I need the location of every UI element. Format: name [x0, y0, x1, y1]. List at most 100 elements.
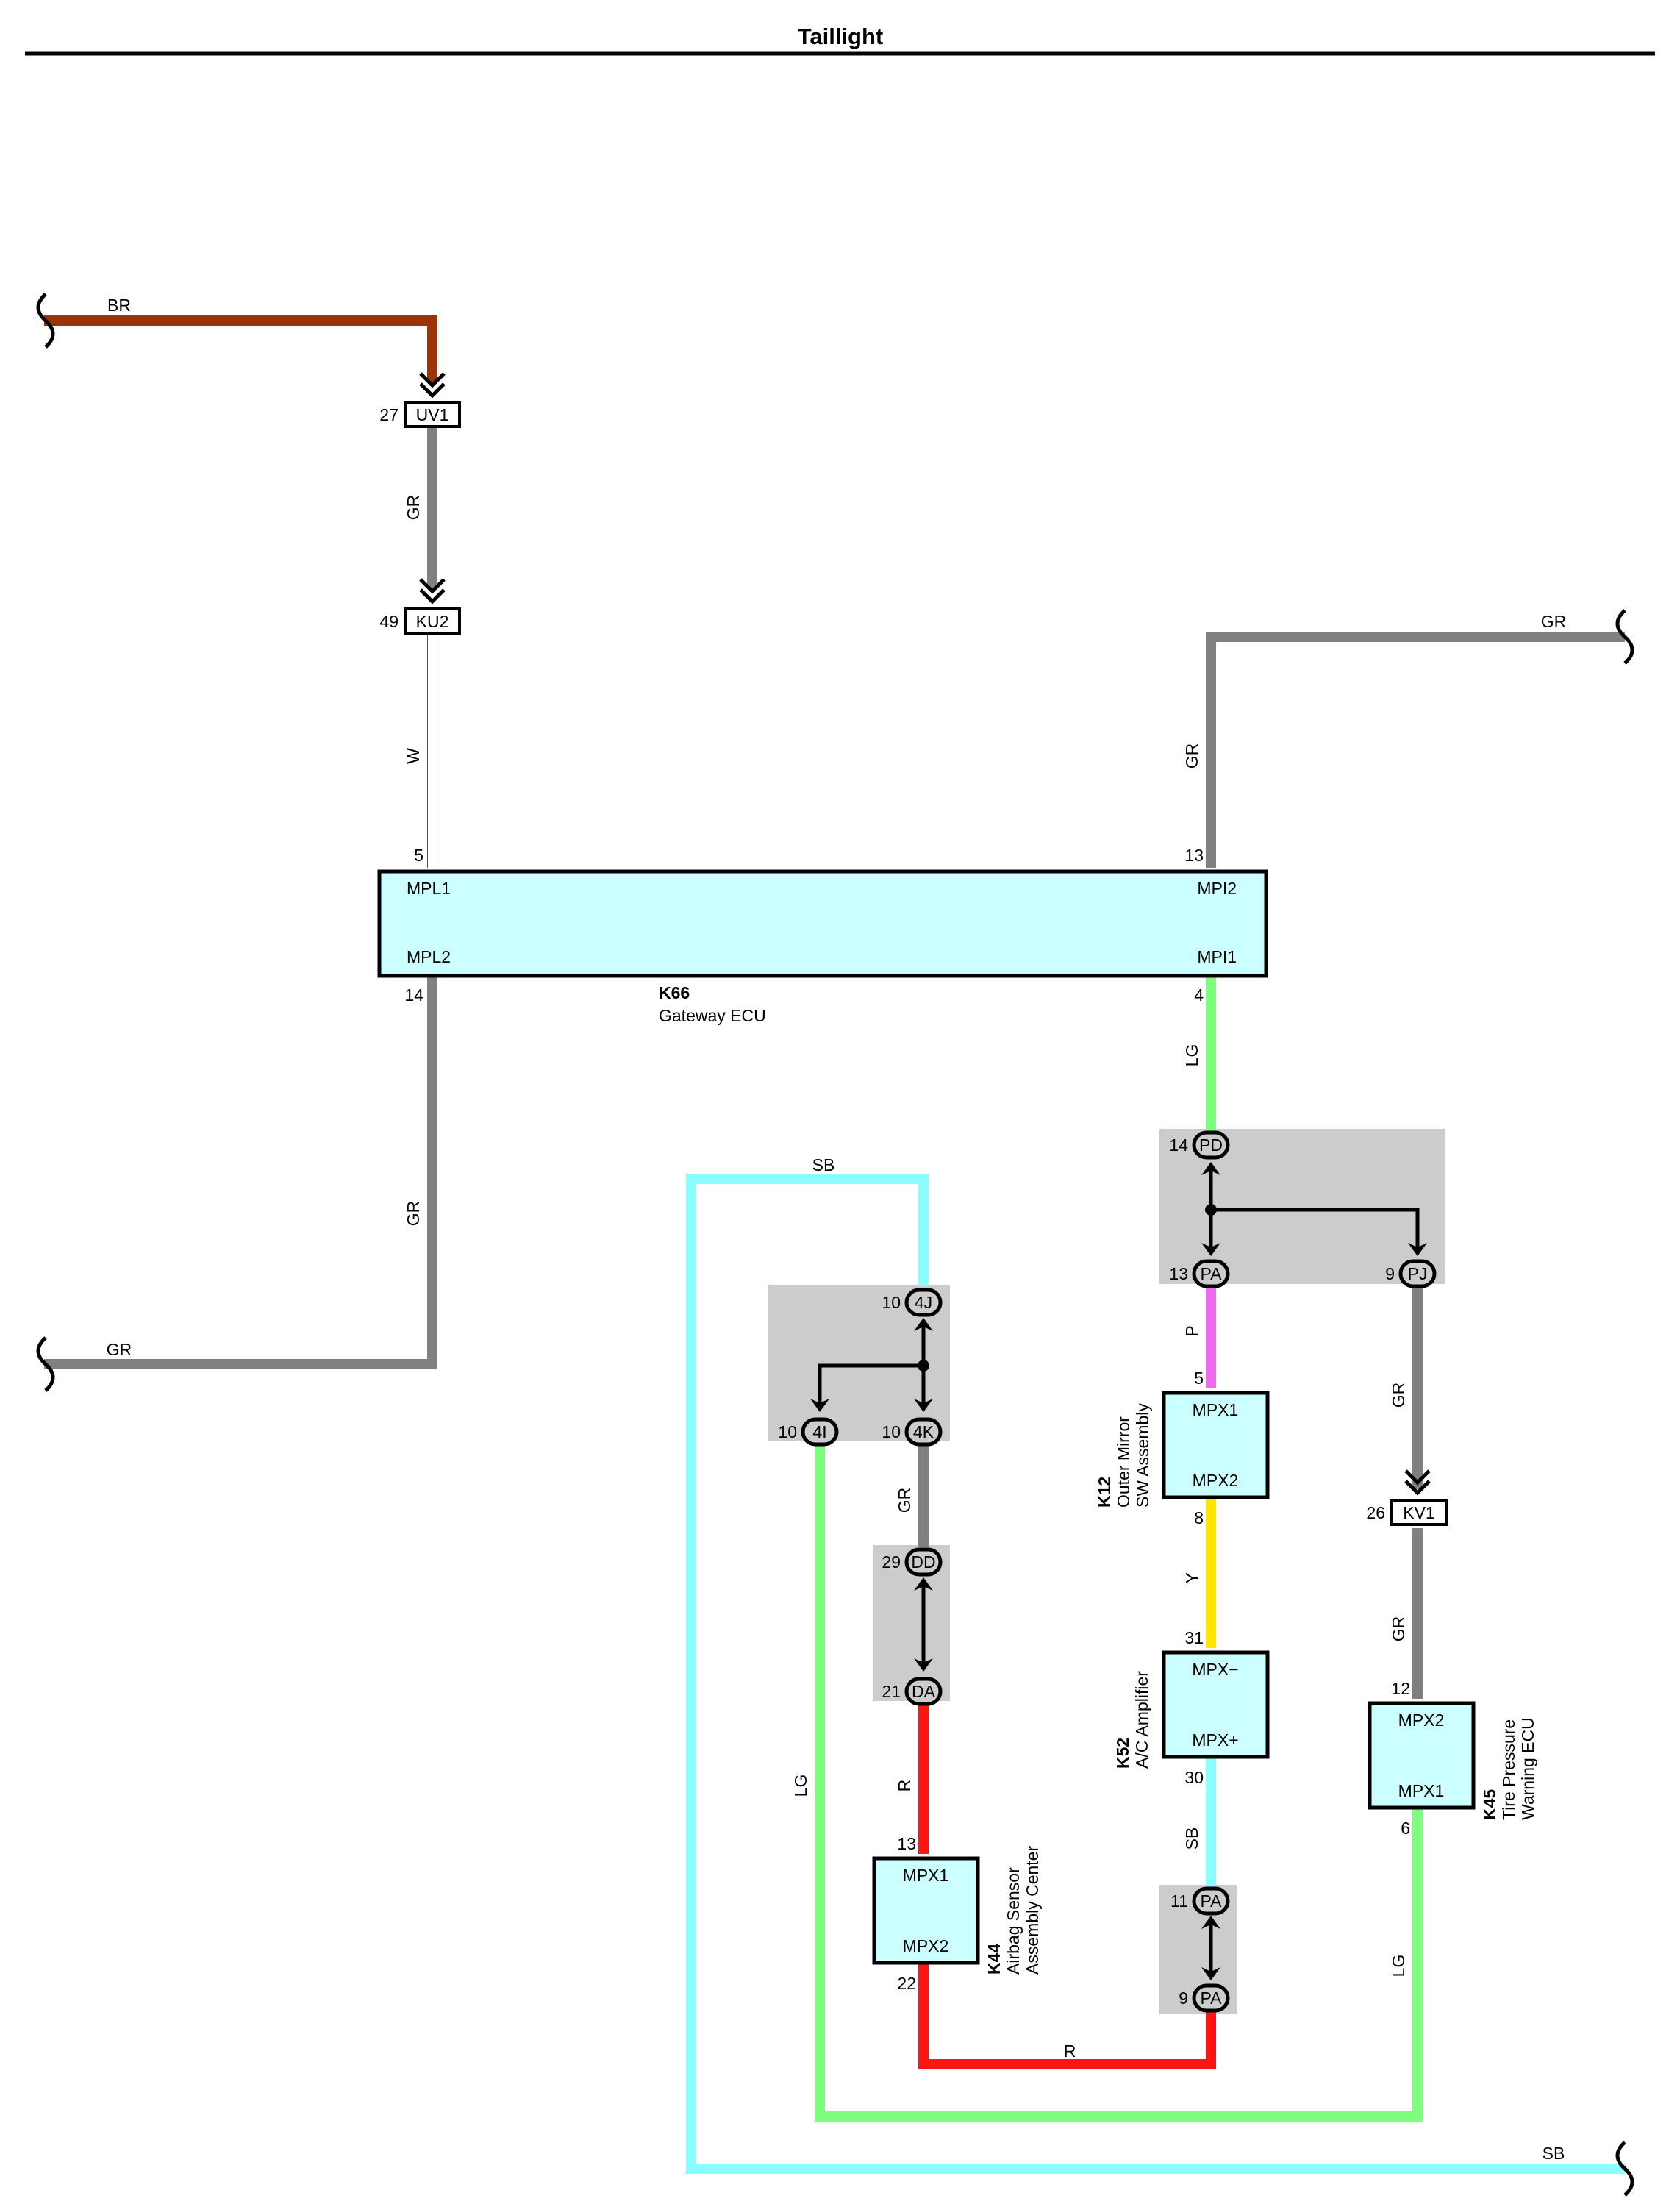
svg-text:30: 30: [1184, 1768, 1204, 1787]
junction-4k: 4K 10: [882, 1417, 943, 1447]
component-name-2: Warning ECU: [1518, 1717, 1537, 1820]
svg-text:MPX2: MPX2: [903, 1936, 949, 1955]
svg-text:MPX1: MPX1: [903, 1866, 949, 1885]
junction-pa-bot: PA 9: [1179, 1983, 1230, 2013]
svg-text:14: 14: [404, 985, 423, 1005]
component-name-1: A/C Amplifier: [1132, 1671, 1151, 1769]
svg-text:31: 31: [1184, 1628, 1204, 1647]
wire-label: LG: [791, 1775, 810, 1797]
connector-kv1: KV1 26: [1366, 1499, 1448, 1526]
wire-break-icon: [36, 1336, 55, 1392]
wire-lg-loop: [815, 1440, 1423, 2122]
svg-text:5: 5: [414, 846, 423, 865]
wire-label: P: [1182, 1325, 1201, 1336]
wire-break-icon: [1615, 2141, 1634, 2197]
junction-dot: [918, 1360, 929, 1372]
svg-text:MPI1: MPI1: [1197, 947, 1237, 966]
component-k44: MPX1 MPX2 13 22 K44 Airbag Sensor Assemb…: [872, 1834, 1042, 1993]
svg-text:8: 8: [1194, 1508, 1204, 1527]
wire-label: GR: [107, 1340, 132, 1359]
svg-text:12: 12: [1391, 1679, 1410, 1698]
svg-text:22: 22: [897, 1974, 916, 1993]
wire-label: LG: [1389, 1955, 1408, 1977]
junction-dot: [1205, 1204, 1217, 1216]
wire-label: SB: [1543, 2144, 1565, 2163]
component-id: K12: [1095, 1477, 1114, 1508]
wire-br: [44, 315, 437, 382]
wire-r-bottom: [918, 1958, 1216, 2069]
wire-sb-loop: [686, 1174, 1625, 2174]
wire-label: LG: [1182, 1044, 1201, 1067]
wire-label: R: [1064, 2041, 1076, 2061]
diagram-title: Taillight: [798, 24, 884, 49]
wire-label: GR: [1182, 743, 1201, 769]
svg-text:MPL1: MPL1: [407, 879, 451, 898]
junction-pa-top: PA 13: [1169, 1259, 1230, 1288]
svg-text:PA: PA: [1201, 1891, 1223, 1911]
component-name-2: Assembly Center: [1023, 1846, 1042, 1975]
svg-text:29: 29: [882, 1552, 901, 1572]
svg-text:13: 13: [1184, 846, 1204, 865]
wire-label: BR: [107, 296, 131, 315]
component-name-2: SW Assembly: [1133, 1403, 1152, 1508]
svg-text:4I: 4I: [812, 1422, 826, 1441]
component-id: K52: [1113, 1738, 1132, 1769]
wire-label: GR: [1541, 612, 1567, 631]
connector-pin: 26: [1366, 1503, 1385, 1522]
svg-text:13: 13: [1169, 1264, 1188, 1283]
component-id: K45: [1480, 1789, 1499, 1820]
junction-pa-mid: PA 11: [1170, 1886, 1230, 1916]
wire-label: SB: [1182, 1827, 1201, 1850]
connector-name: UV1: [416, 405, 449, 424]
component-name-1: Airbag Sensor: [1004, 1867, 1023, 1975]
wire-label: GR: [1389, 1383, 1408, 1408]
junction-da: DA 21: [882, 1677, 943, 1706]
svg-text:4J: 4J: [915, 1293, 932, 1312]
wire-label: R: [895, 1780, 914, 1792]
svg-text:5: 5: [1194, 1369, 1204, 1388]
svg-text:PD: PD: [1199, 1135, 1223, 1155]
connector-ku2: KU2 49: [379, 607, 461, 635]
wire-label: GR: [404, 1201, 423, 1227]
junction-4i: 4I 10: [778, 1417, 839, 1447]
svg-text:4: 4: [1194, 985, 1204, 1005]
svg-text:11: 11: [1170, 1891, 1188, 1911]
wire-label: GR: [1389, 1616, 1408, 1642]
wire-label: GR: [404, 495, 423, 521]
component-id: K66: [659, 983, 690, 1002]
wire-label: GR: [895, 1488, 914, 1513]
svg-text:14: 14: [1169, 1135, 1188, 1155]
component-k12: MPX1 MPX2 5 8 K12 Outer Mirror SW Assemb…: [1095, 1369, 1270, 1527]
svg-text:PA: PA: [1201, 1264, 1223, 1283]
svg-text:MPI2: MPI2: [1197, 879, 1237, 898]
svg-text:21: 21: [882, 1682, 901, 1701]
component-name-1: Tire Pressure: [1499, 1719, 1518, 1820]
connector-name: KV1: [1403, 1503, 1434, 1522]
junction-dd: DD 29: [882, 1547, 943, 1577]
connector-chevron-icon: [419, 372, 1431, 1496]
component-id: K44: [984, 1944, 1004, 1975]
svg-text:MPL2: MPL2: [407, 947, 451, 966]
svg-text:MPX1: MPX1: [1193, 1400, 1239, 1419]
connector-pin: 49: [379, 612, 398, 631]
svg-text:9: 9: [1179, 1989, 1188, 2008]
svg-text:9: 9: [1385, 1264, 1395, 1283]
junction-pj: PJ 9: [1385, 1259, 1437, 1288]
junction-arrows: [810, 1162, 1427, 1980]
svg-text:6: 6: [1401, 1819, 1410, 1838]
svg-text:10: 10: [882, 1293, 901, 1312]
wire-label: Y: [1182, 1572, 1201, 1583]
wire-gr-right: [1206, 632, 1625, 868]
svg-text:MPX+: MPX+: [1192, 1730, 1238, 1750]
svg-text:10: 10: [778, 1422, 797, 1441]
svg-text:MPX1: MPX1: [1398, 1781, 1445, 1800]
connector-pin: 27: [379, 405, 398, 424]
connector-uv1: UV1 27: [379, 401, 461, 428]
wire-gr-left: [44, 972, 437, 1369]
svg-text:13: 13: [897, 1834, 916, 1853]
svg-text:DD: DD: [911, 1552, 935, 1572]
connector-name: KU2: [416, 612, 449, 631]
svg-text:MPX2: MPX2: [1193, 1471, 1239, 1490]
component-k66: MPL1 MPL2 MPI2 MPI1 5 14 13 4 K66 Gatewa…: [377, 846, 1268, 1025]
svg-text:DA: DA: [912, 1682, 936, 1701]
